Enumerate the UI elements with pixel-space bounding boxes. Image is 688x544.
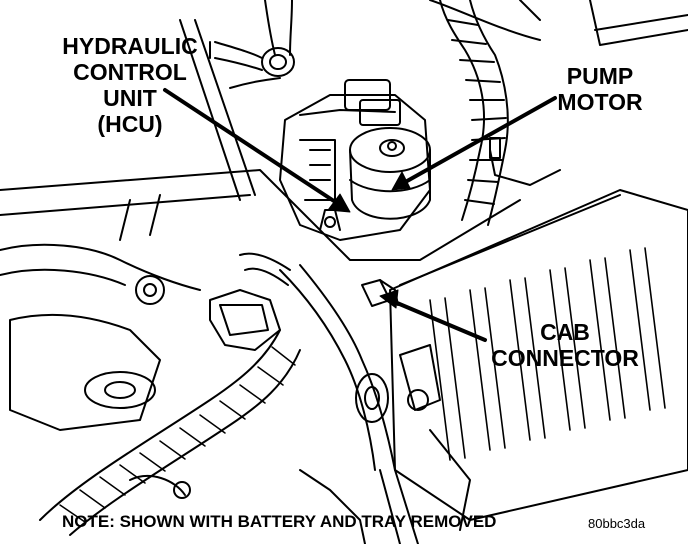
- frame-rails: [0, 19, 521, 261]
- pump-label-line1: PUMP: [566, 63, 634, 89]
- air-cleaner-housing: [389, 137, 688, 521]
- leader-lines: [163, 88, 557, 342]
- pump-arrowhead: [391, 171, 411, 191]
- pump-motor: [349, 127, 431, 220]
- cab-connector-callout-label: CAB CONNECTOR: [480, 319, 650, 371]
- hcu-label-line2: CONTROL: [73, 59, 187, 85]
- cab-label-line2: CONNECTOR: [491, 345, 639, 371]
- corrugated-hose: [39, 329, 301, 536]
- hcu-leader-line: [163, 88, 342, 207]
- pump-label-line2: MOTOR: [557, 89, 643, 115]
- lower-mid-components: [129, 344, 471, 544]
- pump-leader-line: [398, 96, 557, 187]
- leader-arrowheads: [327, 171, 411, 309]
- cab-leader-line: [388, 298, 487, 342]
- cab-arrowhead: [379, 289, 399, 309]
- figure-note: NOTE: SHOWN WITH BATTERY AND TRAY REMOVE…: [62, 512, 497, 531]
- hcu-callout-label: HYDRAULIC CONTROL UNIT (HCU): [50, 33, 210, 137]
- engine-lower-left: [0, 243, 201, 431]
- pump-motor-callout-label: PUMP MOTOR: [545, 63, 655, 115]
- cab-label-line1: CAB: [540, 319, 590, 345]
- hcu-label-line3: UNIT: [103, 85, 157, 111]
- figure-code: 80bbc3da: [588, 516, 646, 531]
- cable-run: [279, 264, 419, 544]
- upper-left-hoses: [209, 0, 295, 89]
- bracket-clamp: [209, 252, 291, 351]
- hcu-arrowhead: [327, 193, 351, 213]
- hcu-body: [279, 79, 431, 241]
- upper-right-harness: [429, 0, 688, 226]
- hcu-label-line1: HYDRAULIC: [62, 33, 198, 59]
- hcu-label-line4: (HCU): [97, 111, 163, 137]
